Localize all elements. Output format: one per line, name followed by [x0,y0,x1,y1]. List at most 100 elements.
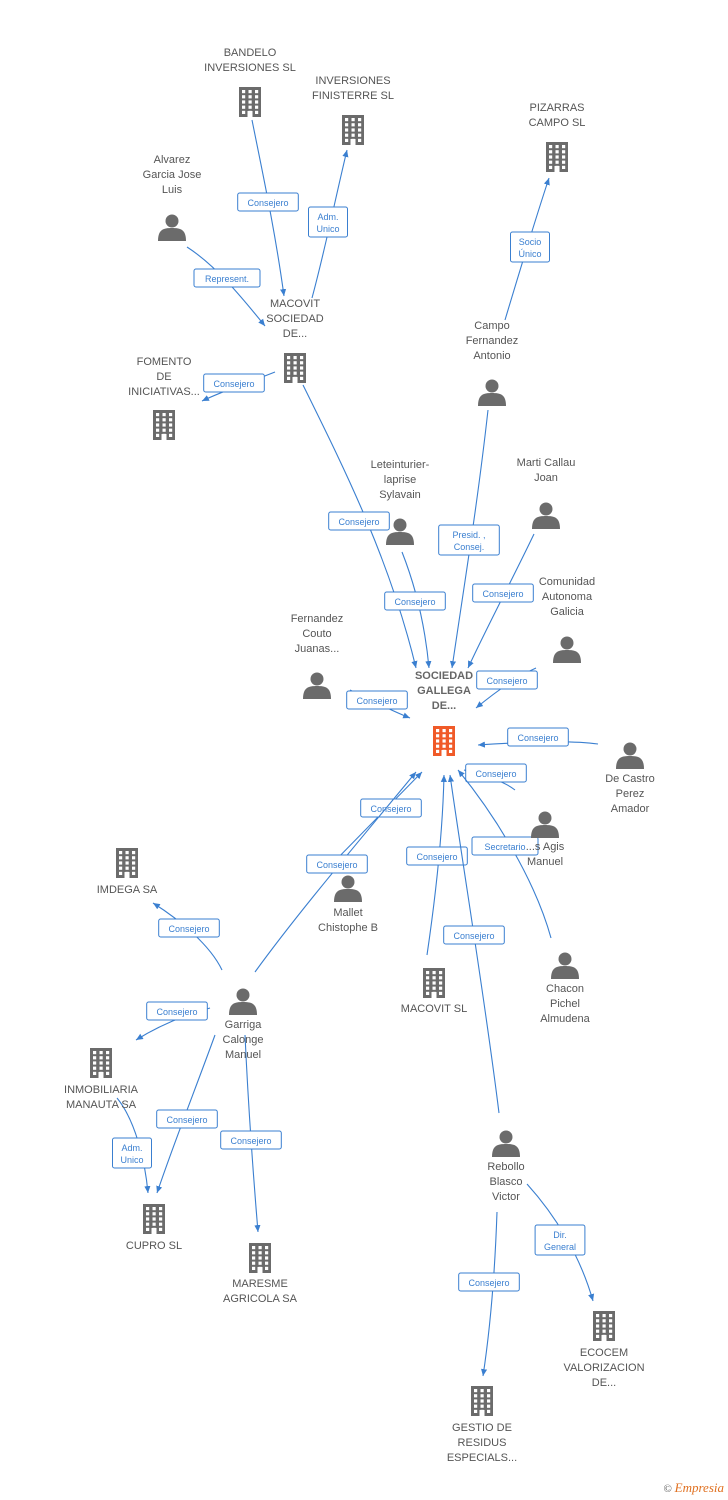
node-fomento[interactable]: FOMENTODEINICIATIVAS... [128,356,200,440]
node-label: Couto [302,628,331,640]
edge-label[interactable]: Consejero [517,733,558,743]
edge-label[interactable]: Consejero [247,198,288,208]
edge-label[interactable]: Unico [316,224,339,234]
edge-label[interactable]: Dir. [553,1230,567,1240]
edge-label[interactable]: Consejero [468,1278,509,1288]
building-icon [143,1204,165,1234]
edge-marti-to-center: Consejero [467,533,535,669]
edge-label[interactable]: Represent. [205,274,249,284]
edge-label[interactable]: Consejero [166,1115,207,1125]
node-label: CAMPO SL [529,117,586,129]
node-label: Galicia [550,606,585,618]
building-icon [249,1243,271,1273]
edge-macovit_sl-to-center: Consejero [406,774,468,956]
person-icon [551,952,579,979]
node-label: Leteinturier- [371,459,430,471]
edge-label-box [465,763,527,783]
node-label: Chistophe B [318,922,378,934]
person-icon [303,672,331,699]
edge-label[interactable]: Consejero [486,676,527,686]
node-imdega[interactable]: IMDEGA SA [97,848,158,896]
node-label: Fernandez [466,335,519,347]
node-label: MARESME [232,1278,288,1290]
edge-label[interactable]: Consejero [356,696,397,706]
edge-label[interactable]: Consejero [475,769,516,779]
person-icon [531,811,559,838]
edge-label[interactable]: Secretario [484,842,525,852]
edge-label[interactable]: Consejero [213,379,254,389]
node-cupro[interactable]: CUPRO SL [126,1204,182,1252]
edge-label[interactable]: Consejero [168,924,209,934]
node-label: GALLEGA [417,685,471,697]
edge-label-box [306,854,368,874]
edge-label[interactable]: Consejero [482,589,523,599]
edge-label[interactable]: Consejero [453,931,494,941]
edge-label[interactable]: Consejero [370,804,411,814]
node-label: Chacon [546,983,584,995]
node-label: Manuel [225,1049,261,1061]
building-icon [284,353,306,383]
building-icon [90,1048,112,1078]
node-label: Amador [611,803,650,815]
edge-label[interactable]: Consejero [230,1136,271,1146]
node-macovit_sl[interactable]: MACOVIT SL [401,968,467,1015]
edge-label[interactable]: Consejero [416,852,457,862]
edge-label[interactable]: Consej. [454,542,485,552]
node-macovit_sd[interactable]: MACOVITSOCIEDADDE... [266,298,324,383]
edge-alvarez-to-macovit_sd: Represent. [186,246,266,327]
edge-label[interactable]: Adm. [317,212,338,222]
building-icon [342,115,364,145]
edge-label-box [458,1272,520,1292]
edge-label[interactable]: Único [518,249,541,259]
edge-macovit_sd-to-finisterre: Adm. Unico [308,149,349,299]
edge-label[interactable]: Consejero [338,517,379,527]
edge-label[interactable]: Presid. , [452,530,485,540]
edge-chacon-to-center: Secretario [457,769,552,939]
edge-label[interactable]: General [544,1242,576,1252]
edge-bandelo-to-macovit_sd: Consejero [237,119,299,297]
edge-label-box [510,231,550,263]
node-label: DE [156,371,171,383]
edge-label[interactable]: Consejero [316,860,357,870]
edge-label[interactable]: Adm. [121,1143,142,1153]
edge-label[interactable]: Consejero [156,1007,197,1017]
edge-label-box [112,1137,152,1169]
node-center[interactable]: SOCIEDADGALLEGADE... [415,670,473,756]
edge-label[interactable]: Unico [120,1155,143,1165]
node-label: Sylavain [379,489,421,501]
person-icon [553,636,581,663]
edge-fernandez-to-center: Consejero [346,689,411,719]
node-gestio[interactable]: GESTIO DERESIDUSESPECIALS... [447,1386,517,1464]
edge-label[interactable]: Consejero [394,597,435,607]
node-label: IMDEGA SA [97,884,158,896]
person-icon [229,988,257,1015]
node-ecocem[interactable]: ECOCEMVALORIZACIONDE... [563,1311,645,1389]
edge-macovit_sd-to-center: Consejero [302,384,418,669]
node-label: Autonoma [542,591,593,603]
node-fernandez[interactable]: FernandezCoutoJuanas... [291,613,344,699]
edge-agis-to-center: Consejero [463,763,527,791]
edge-label-box [438,524,500,556]
edge-label[interactable]: Socio [519,237,542,247]
node-label: Antonio [473,350,510,362]
node-label: MACOVIT [270,298,320,310]
edge-label-box [360,798,422,818]
edge-label-box [472,583,534,603]
